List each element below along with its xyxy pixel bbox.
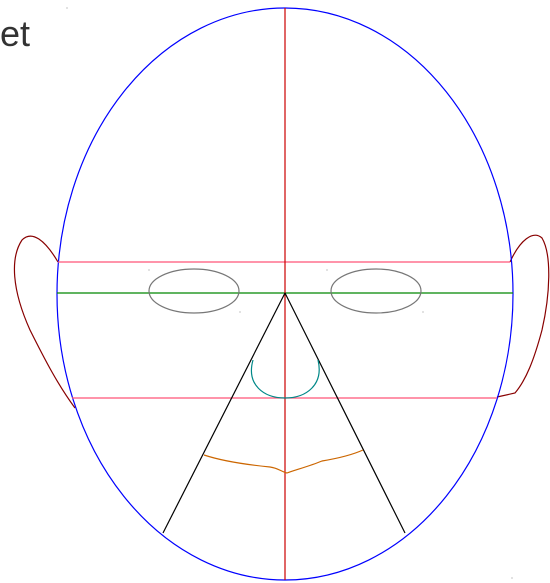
speck-mark — [326, 269, 327, 270]
nose-triangle-left-line — [163, 293, 285, 533]
left-eye — [149, 269, 239, 313]
speck-mark — [239, 311, 240, 312]
speck-mark — [511, 577, 512, 578]
speck-mark — [148, 269, 149, 270]
nose-triangle-right-line — [285, 293, 405, 533]
speck-mark — [66, 7, 67, 8]
mouth-line — [204, 450, 363, 473]
speck-mark — [422, 311, 423, 312]
right-eye — [331, 269, 421, 313]
